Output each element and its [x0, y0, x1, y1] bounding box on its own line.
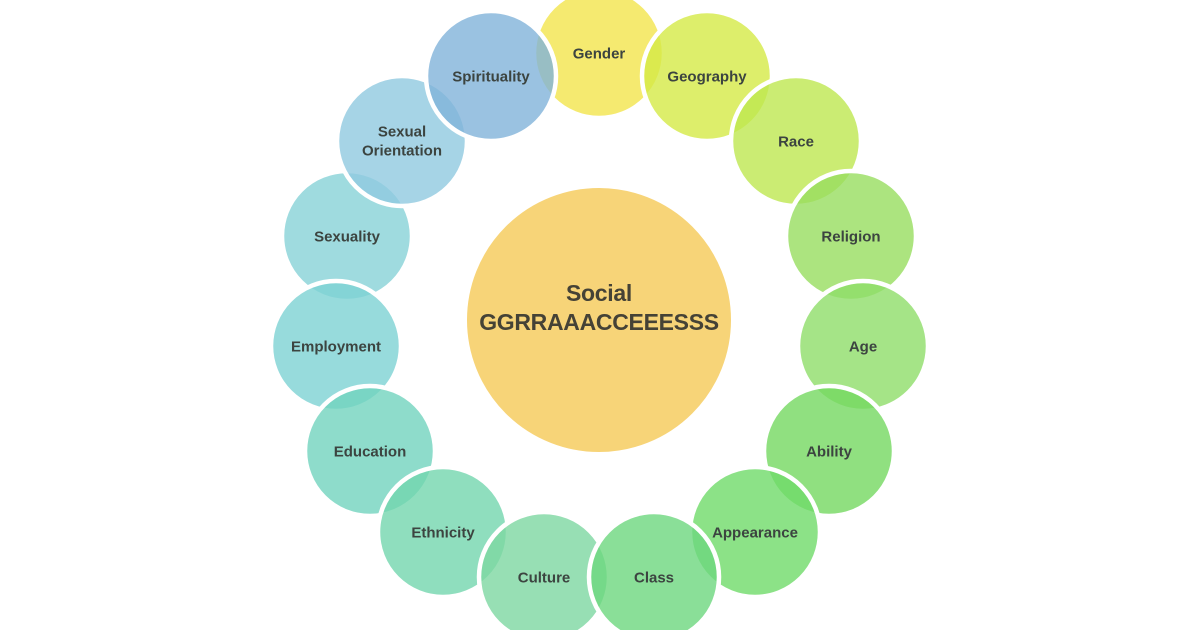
circle-class [586, 509, 722, 630]
label-education: Education [334, 444, 407, 461]
label-ethnicity: Ethnicity [411, 525, 475, 542]
label-race: Race [778, 134, 814, 151]
label-culture: Culture [518, 570, 571, 587]
label-employment: Employment [291, 339, 381, 356]
center-title-line: Social [566, 280, 632, 306]
label-class: Class [634, 570, 674, 587]
label-sexual-orientation-line: Sexual [378, 124, 426, 141]
label-appearance: Appearance [712, 525, 798, 542]
label-sexual-orientation-line: Orientation [362, 143, 442, 160]
label-gender: Gender [573, 46, 626, 63]
center-title-line: GGRRAAACCEEESSS [479, 309, 719, 335]
label-age: Age [849, 339, 877, 356]
label-geography: Geography [667, 69, 747, 86]
circle-social-graces-center [463, 184, 735, 456]
label-religion: Religion [821, 229, 880, 246]
label-ability: Ability [806, 444, 852, 461]
circle-spirituality [423, 8, 559, 144]
label-spirituality: Spirituality [452, 69, 530, 86]
label-sexuality: Sexuality [314, 229, 381, 246]
